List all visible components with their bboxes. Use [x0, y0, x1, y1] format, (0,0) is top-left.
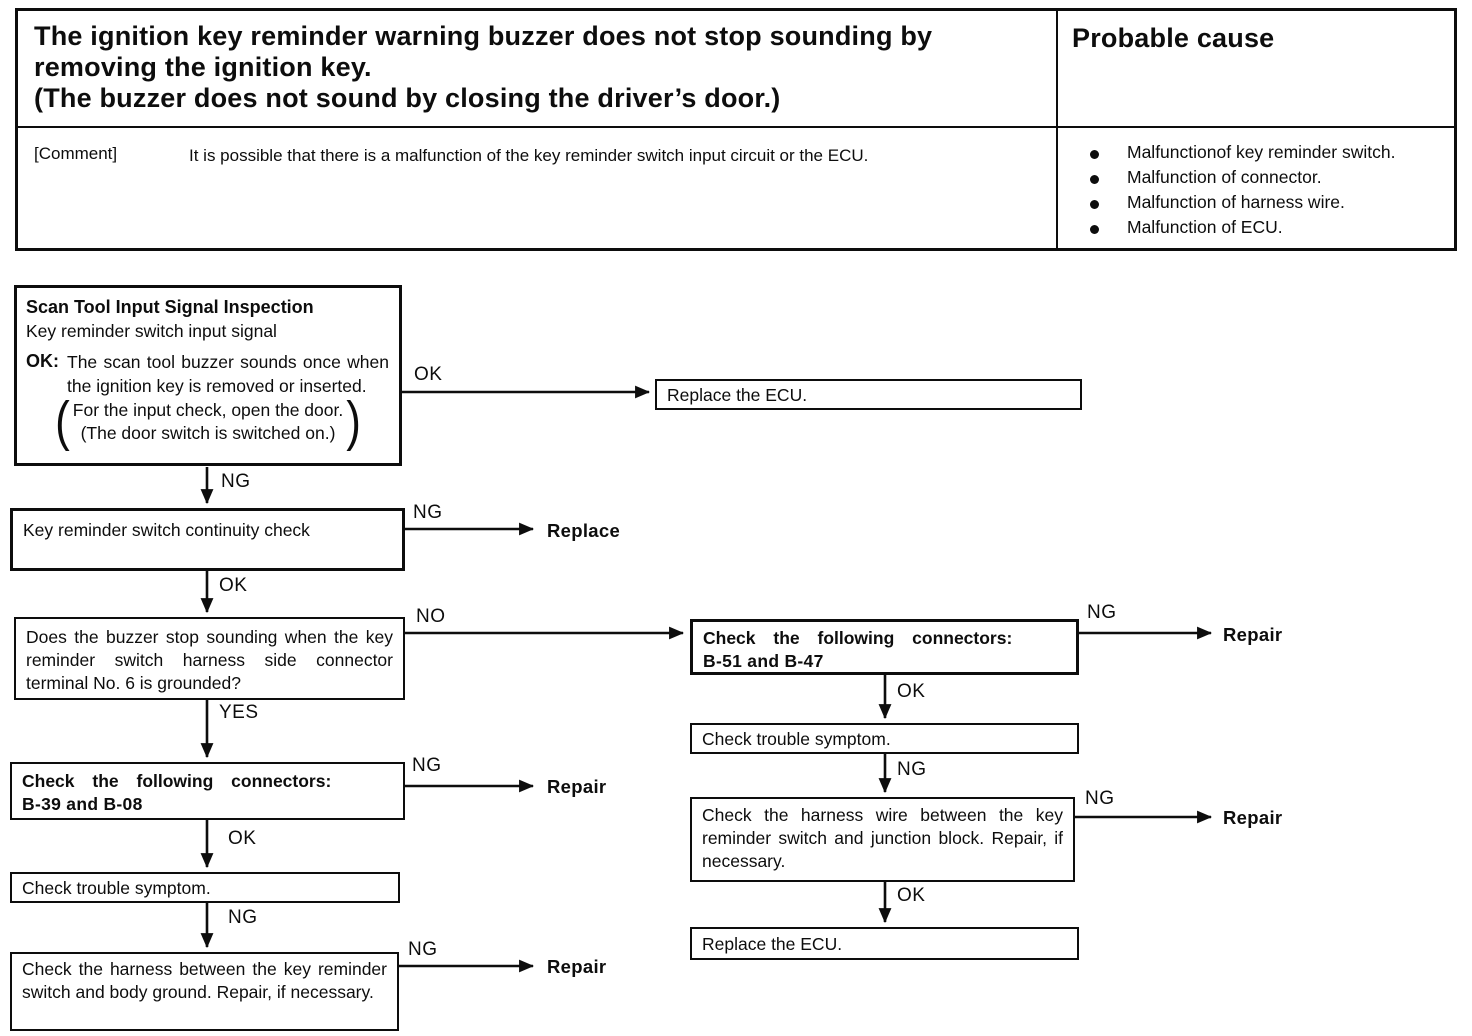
check-connectors-right-line1: Check the following connectors:: [703, 628, 1013, 648]
note-line-1: For the input check, open the door.: [72, 400, 344, 420]
problem-cell: The ignition key reminder warning buzzer…: [18, 11, 1058, 128]
branch-label-ok: OK: [897, 885, 926, 906]
check-trouble-symptom-right-box: Check trouble symptom.: [690, 723, 1079, 754]
ok-criteria-label: OK:: [26, 351, 59, 371]
branch-label-ok: OK: [219, 575, 248, 596]
scan-box-note-lines: For the input check, open the door. (The…: [73, 399, 343, 445]
cause-text: Malfunction of connector.: [1127, 167, 1322, 187]
bullet-icon: [1090, 225, 1099, 234]
buzzer-stop-question-box: Does the buzzer stop sounding when the k…: [14, 617, 405, 700]
check-harness-junction-block-box: Check the harness wire between the key r…: [690, 797, 1075, 882]
replace-end-label: Replace: [547, 520, 621, 541]
replace-ecu-top-box: Replace the ECU.: [655, 379, 1082, 410]
cause-text: Malfunction of harness wire.: [1127, 192, 1345, 212]
repair-end-label: Repair: [547, 776, 607, 797]
probable-cause-header-cell: Probable cause: [1058, 11, 1454, 128]
branch-label-ng: NG: [413, 502, 443, 523]
problem-subtitle: (The buzzer does not sound by closing th…: [34, 83, 781, 113]
check-trouble-symptom-left-box: Check trouble symptom.: [10, 872, 400, 903]
bullet-icon: [1090, 150, 1099, 159]
bullet-icon: [1090, 200, 1099, 209]
replace-ecu-bottom-box: Replace the ECU.: [690, 927, 1079, 960]
branch-label-ng: NG: [408, 939, 438, 960]
check-connectors-right-line2: B-51 and B-47: [703, 651, 824, 671]
problem-title: The ignition key reminder warning buzzer…: [34, 21, 933, 82]
note-line-2: (The door switch is switched on.): [80, 423, 336, 443]
probable-cause-label: Probable cause: [1072, 23, 1275, 53]
open-paren-glyph: (: [55, 390, 70, 452]
check-connectors-left-line2: B-39 and B-08: [22, 794, 143, 814]
continuity-check-box: Key reminder switch continuity check: [10, 508, 405, 571]
cause-item: Malfunction of connector.: [1072, 167, 1454, 192]
branch-label-ok: OK: [414, 364, 443, 385]
check-harness-body-ground-box: Check the harness between the key remind…: [10, 952, 399, 1031]
check-connectors-right-box: Check the following connectors: B-51 and…: [690, 619, 1079, 675]
branch-label-ok: OK: [897, 681, 926, 702]
probable-causes-list: Malfunctionof key reminder switch. Malfu…: [1058, 128, 1454, 248]
branch-label-ng: NG: [412, 755, 442, 776]
branch-label-ok: OK: [228, 828, 257, 849]
cause-item: Malfunction of ECU.: [1072, 217, 1454, 242]
comment-cell: [Comment] It is possible that there is a…: [18, 128, 1058, 248]
cause-item: Malfunction of harness wire.: [1072, 192, 1454, 217]
branch-label-ng: NG: [221, 471, 251, 492]
branch-label-ng: NG: [228, 907, 258, 928]
repair-end-label: Repair: [1223, 624, 1283, 645]
ok-criteria-text: The scan tool buzzer sounds once when th…: [67, 352, 389, 396]
scan-tool-inspection-box: Scan Tool Input Signal Inspection Key re…: [14, 285, 402, 466]
branch-label-ng: NG: [1085, 788, 1115, 809]
branch-label-no: NO: [416, 606, 446, 627]
bullet-icon: [1090, 175, 1099, 184]
problem-header-table: The ignition key reminder warning buzzer…: [15, 8, 1457, 251]
branch-label-yes: YES: [219, 702, 259, 723]
cause-text: Malfunction of ECU.: [1127, 217, 1283, 237]
check-connectors-left-line1: Check the following connectors:: [22, 771, 332, 791]
cause-text: Malfunctionof key reminder switch.: [1127, 142, 1396, 162]
comment-label: [Comment]: [34, 144, 118, 163]
comment-text: It is possible that there is a malfuncti…: [189, 146, 869, 165]
repair-end-label: Repair: [1223, 807, 1283, 828]
scan-box-subtitle: Key reminder switch input signal: [26, 321, 277, 341]
scan-box-ok-row: OK: The scan tool buzzer sounds once whe…: [26, 350, 390, 398]
close-paren-glyph: ): [346, 390, 361, 452]
scan-box-title: Scan Tool Input Signal Inspection: [26, 297, 314, 317]
branch-label-ng: NG: [897, 759, 927, 780]
scan-box-note: ( For the input check, open the door. (T…: [26, 394, 390, 449]
repair-end-label: Repair: [547, 956, 607, 977]
cause-item: Malfunctionof key reminder switch.: [1072, 142, 1454, 167]
branch-label-ng: NG: [1087, 602, 1117, 623]
check-connectors-left-box: Check the following connectors: B-39 and…: [10, 762, 405, 820]
